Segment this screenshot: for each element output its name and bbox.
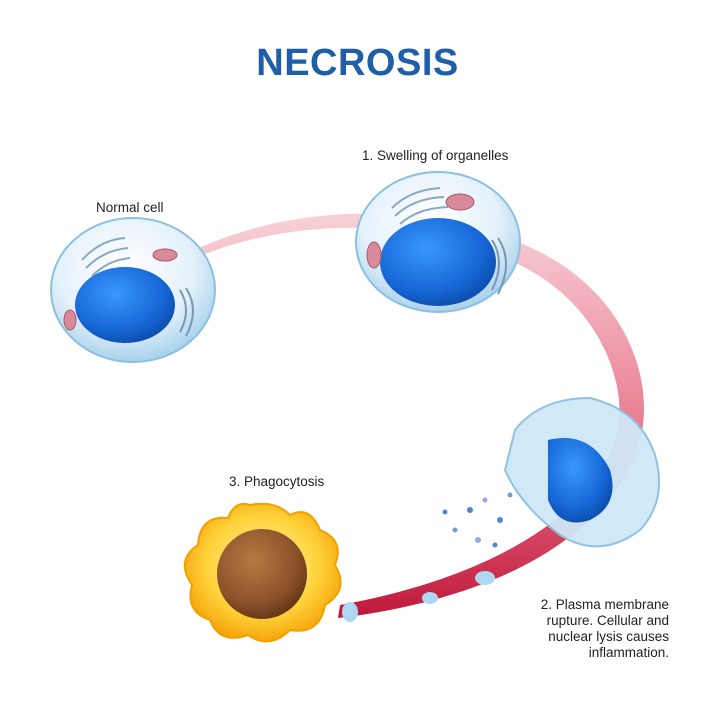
rupture-cell-icon (342, 396, 661, 622)
label-rupture-line: nuclear lysis causes (548, 629, 669, 644)
label-swelling: 1. Swelling of organelles (362, 148, 509, 163)
swelling-cell-icon (355, 171, 521, 313)
label-rupture-line: rupture. Cellular and (546, 613, 669, 628)
page-title: NECROSIS (256, 42, 459, 84)
normal-cell-icon (50, 217, 216, 363)
label-phagocytosis: 3. Phagocytosis (229, 474, 325, 489)
label-rupture-line: inflammation. (588, 645, 669, 660)
label-rupture-line: 2. Plasma membrane (540, 597, 669, 612)
label-normal-cell: Normal cell (96, 200, 164, 215)
label-rupture: 2. Plasma membrane rupture. Cellular and… (505, 597, 669, 661)
phagocyte-icon (183, 502, 342, 643)
